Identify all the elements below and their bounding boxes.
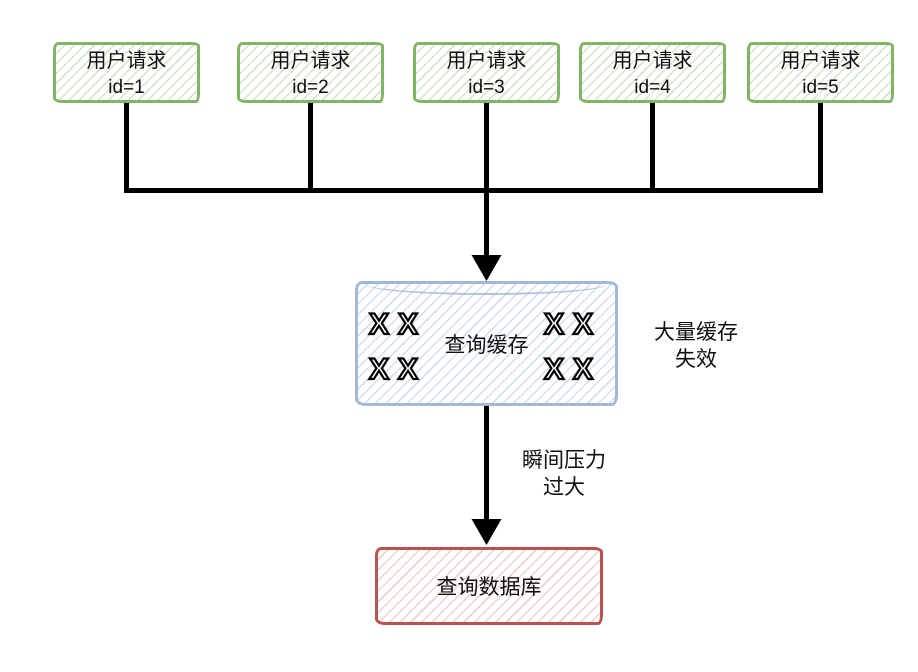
request-box-1-title: 用户请求 (86, 50, 167, 72)
cache-box-sketch-line (366, 284, 607, 295)
cache-fail-annotation: 大量缓存 失效 (638, 319, 754, 373)
cache-miss-mark-bottom-right: XX (543, 353, 603, 386)
request-box-2-id: id=2 (292, 77, 329, 98)
arrowhead-to-db-icon (471, 519, 502, 545)
database-box-label: 查询数据库 (436, 576, 542, 599)
request-box-2: 用户请求 id=2 (237, 42, 384, 103)
cache-miss-mark-bottom-left: XX (368, 353, 428, 386)
pressure-annotation-line1: 瞬间压力 (522, 449, 606, 472)
cache-box: XX XX XX XX 查询缓存 (355, 281, 618, 406)
request-box-4: 用户请求 id=4 (579, 42, 726, 103)
request-box-3-id: id=3 (468, 77, 505, 98)
request-box-1: 用户请求 id=1 (53, 42, 200, 103)
database-box: 查询数据库 (375, 547, 603, 625)
pressure-annotation-line2: 过大 (543, 476, 585, 499)
request-box-4-title: 用户请求 (612, 50, 693, 72)
request-box-2-title: 用户请求 (270, 50, 351, 72)
cache-box-label: 查询缓存 (444, 333, 529, 357)
cache-fail-annotation-line2: 失效 (675, 348, 717, 371)
pressure-annotation: 瞬间压力 过大 (502, 447, 626, 501)
cache-miss-mark-top-right: XX (543, 308, 603, 341)
request-box-1-id: id=1 (108, 77, 145, 98)
request-box-3: 用户请求 id=3 (413, 42, 560, 103)
arrowhead-to-cache-icon (471, 255, 502, 281)
request-box-4-id: id=4 (634, 77, 671, 98)
request-box-5: 用户请求 id=5 (747, 42, 894, 103)
request-box-3-title: 用户请求 (446, 50, 527, 72)
cache-miss-mark-top-left: XX (368, 308, 428, 341)
cache-fail-annotation-line1: 大量缓存 (654, 321, 738, 344)
request-box-5-title: 用户请求 (780, 50, 861, 72)
request-box-5-id: id=5 (802, 77, 839, 98)
